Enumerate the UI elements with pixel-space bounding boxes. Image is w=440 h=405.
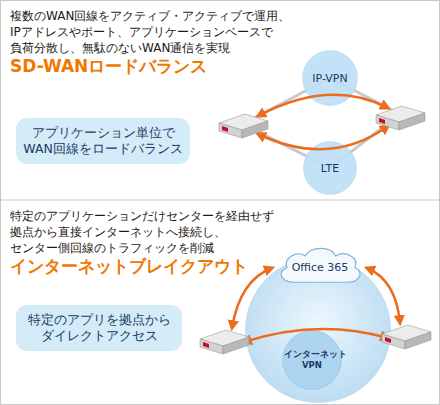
cloud-outline bbox=[281, 248, 360, 282]
network-circle: インターネット VPN bbox=[282, 330, 342, 390]
panel-body: 特定のアプリケーションだけセンターを経由せず 拠点から直接インターネットへ接続し… bbox=[10, 208, 306, 256]
circle-outline bbox=[283, 331, 342, 390]
panel-divider bbox=[0, 200, 440, 201]
cloud-shape: Office 365 bbox=[274, 245, 366, 285]
panel-body: 複数のWAN回線をアクティブ・アクティブで運用、 IPアドレスやポート、アプリケ… bbox=[10, 8, 306, 56]
callout-box: 特定のアプリを拠点から ダイレクトアクセス bbox=[16, 305, 182, 351]
circle-label: LTE bbox=[321, 162, 339, 175]
router-icon bbox=[382, 325, 431, 349]
router-icon bbox=[376, 106, 425, 130]
network-circle: LTE bbox=[303, 141, 357, 195]
callout-text: アプリケーション単位で WAN回線をロードバランス bbox=[16, 125, 190, 157]
router-icon bbox=[200, 330, 249, 354]
panel-heading: インターネットブレイクアウト bbox=[10, 256, 430, 277]
callout-text: 特定のアプリを拠点から ダイレクトアクセス bbox=[16, 312, 182, 344]
panel-heading: SD-WANロードバランス bbox=[10, 56, 430, 77]
section-panel: 複数のWAN回線をアクティブ・アクティブで運用、 IPアドレスやポート、アプリケ… bbox=[0, 0, 440, 200]
circle-outline bbox=[304, 142, 357, 195]
circle-label: IP-VPN bbox=[312, 72, 347, 85]
traffic-arrow bbox=[232, 268, 272, 328]
circle-outline bbox=[303, 51, 358, 106]
router-icon bbox=[219, 114, 268, 138]
section-panel: 特定のアプリケーションだけセンターを経由せず 拠点から直接インターネットへ接続し… bbox=[0, 200, 440, 405]
cloud-label: Office 365 bbox=[292, 257, 349, 274]
circle-label: インターネット VPN bbox=[284, 349, 340, 371]
callout-box: アプリケーション単位で WAN回線をロードバランス bbox=[16, 118, 190, 164]
network-circle: IP-VPN bbox=[302, 50, 358, 106]
traffic-arrow bbox=[367, 268, 400, 323]
